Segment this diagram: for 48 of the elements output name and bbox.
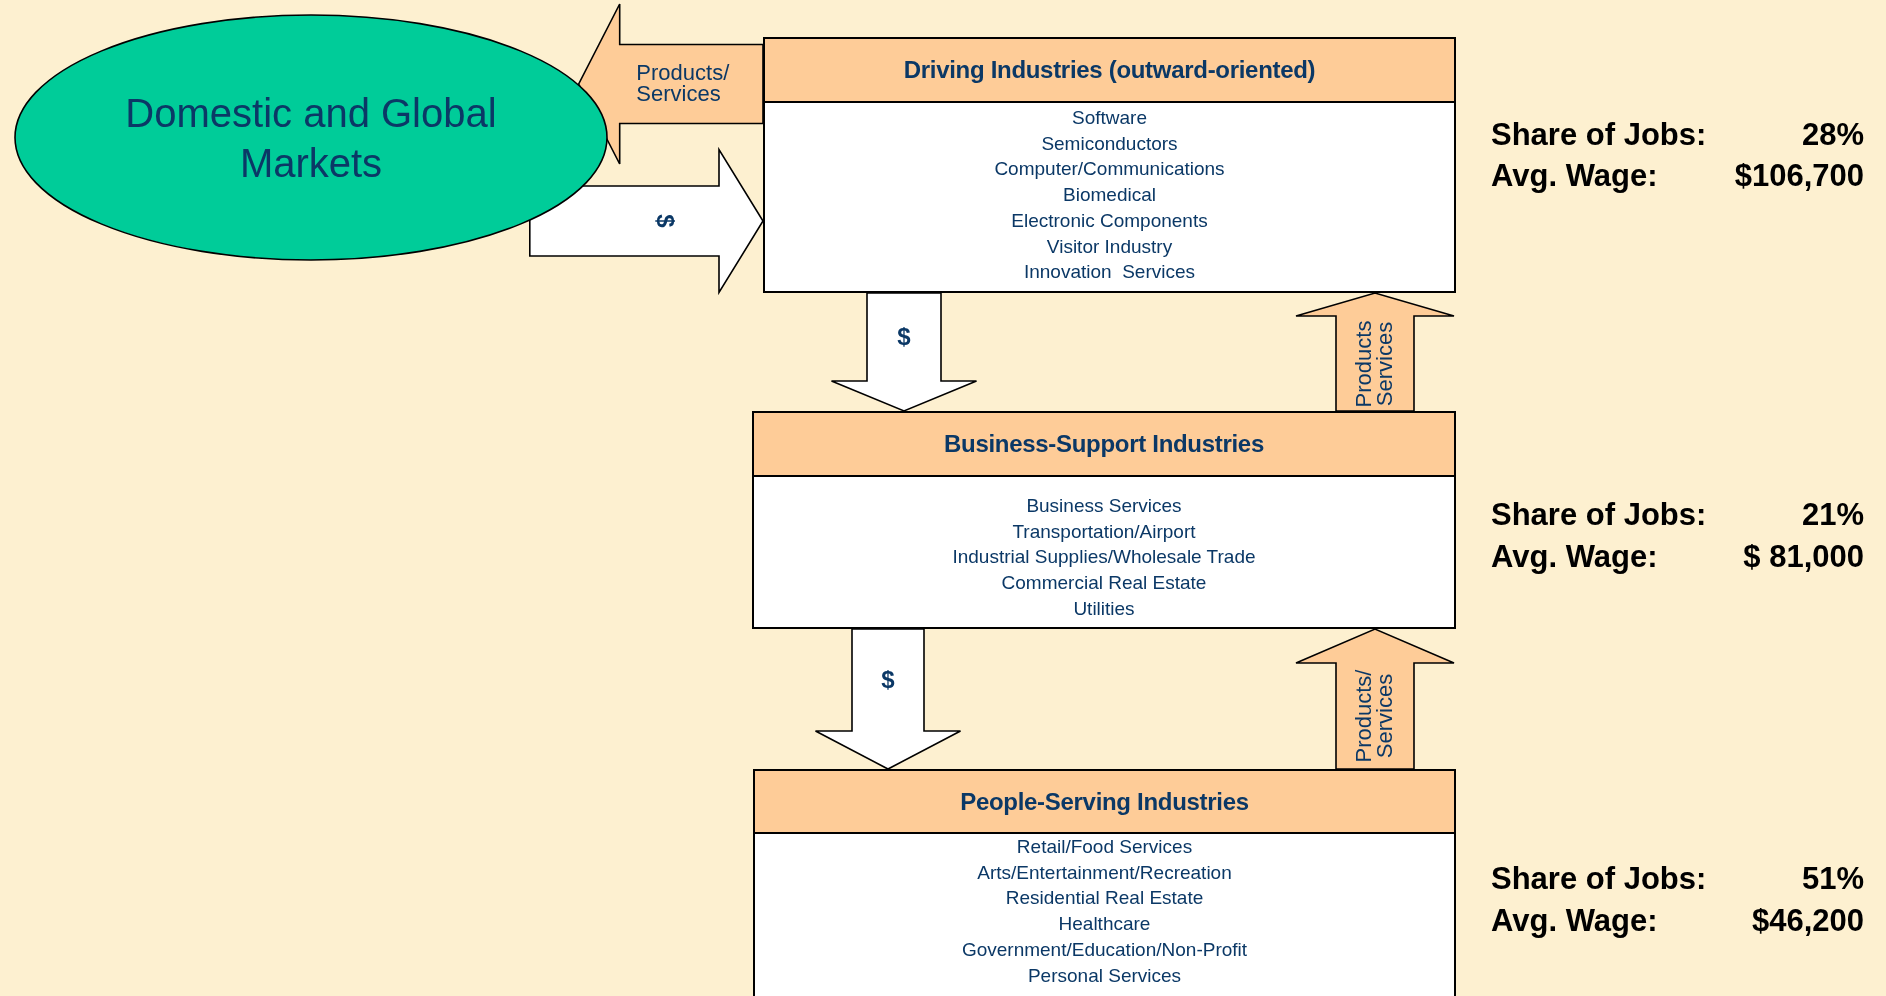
- stat-label: Avg. Wage:: [1491, 539, 1658, 575]
- stat-value: $46,200: [1751, 903, 1864, 939]
- edge-label: Products/ Services: [636, 63, 731, 105]
- stat-label: Avg. Wage:: [1491, 903, 1658, 939]
- industry-box: [752, 411, 1456, 629]
- stat-value: $ 81,000: [1743, 539, 1864, 575]
- node-text: Domestic and Global Markets: [124, 89, 498, 187]
- edge-label: $: [896, 325, 912, 349]
- list-item: Electronic Components: [1011, 208, 1208, 233]
- industry-box: [753, 769, 1456, 996]
- industry-box: [763, 37, 1456, 293]
- edge-label: $: [880, 668, 896, 692]
- list-item: Semiconductors: [1041, 131, 1178, 156]
- list-item: Utilities: [1073, 596, 1135, 621]
- block-arrow: [1295, 292, 1455, 412]
- list-item: Industrial Supplies/Wholesale Trade: [952, 545, 1256, 570]
- list-item: Arts/Entertainment/Recreation: [977, 860, 1232, 885]
- list-item: Residential Real Estate: [1005, 886, 1204, 911]
- heading: Driving Industries (outward-oriented): [903, 56, 1316, 84]
- stat-label: Avg. Wage:: [1491, 158, 1658, 194]
- edge-label: Products Services: [1354, 319, 1396, 409]
- block-arrow: [814, 628, 962, 770]
- list-item: Retail/Food Services: [1016, 835, 1193, 859]
- list-item: Business Services: [1026, 494, 1182, 518]
- edge-label: Products/ Services: [1354, 668, 1396, 765]
- list-item: Innovation Services: [1023, 260, 1196, 285]
- stat-label: Share of Jobs:: [1491, 861, 1707, 897]
- heading: People-Serving Industries: [960, 787, 1249, 816]
- stat-label: Share of Jobs:: [1491, 497, 1707, 533]
- list-item: Biomedical: [1063, 183, 1156, 208]
- edge-label: $: [653, 213, 677, 230]
- list-item: Computer/Communications: [994, 157, 1225, 182]
- list-item: Transportation/Airport: [1012, 519, 1196, 544]
- stat-value: $106,700: [1734, 158, 1864, 194]
- stat-value: 51%: [1801, 861, 1864, 897]
- list-item: Personal Services: [1027, 963, 1182, 988]
- stat-value: 28%: [1801, 117, 1864, 153]
- list-item: Commercial Real Estate: [1001, 571, 1207, 596]
- stat-label: Share of Jobs:: [1491, 117, 1707, 153]
- list-item: Government/Education/Non-Profit: [961, 937, 1248, 962]
- list-item: Visitor Industry: [1046, 234, 1173, 259]
- block-arrow: [529, 146, 764, 296]
- list-item: Healthcare: [1058, 912, 1151, 937]
- list-item: Software: [1072, 106, 1147, 130]
- block-arrow: [1295, 628, 1455, 770]
- stat-value: 21%: [1801, 497, 1864, 533]
- block-arrow: [830, 292, 978, 412]
- heading: Business-Support Industries: [944, 430, 1264, 458]
